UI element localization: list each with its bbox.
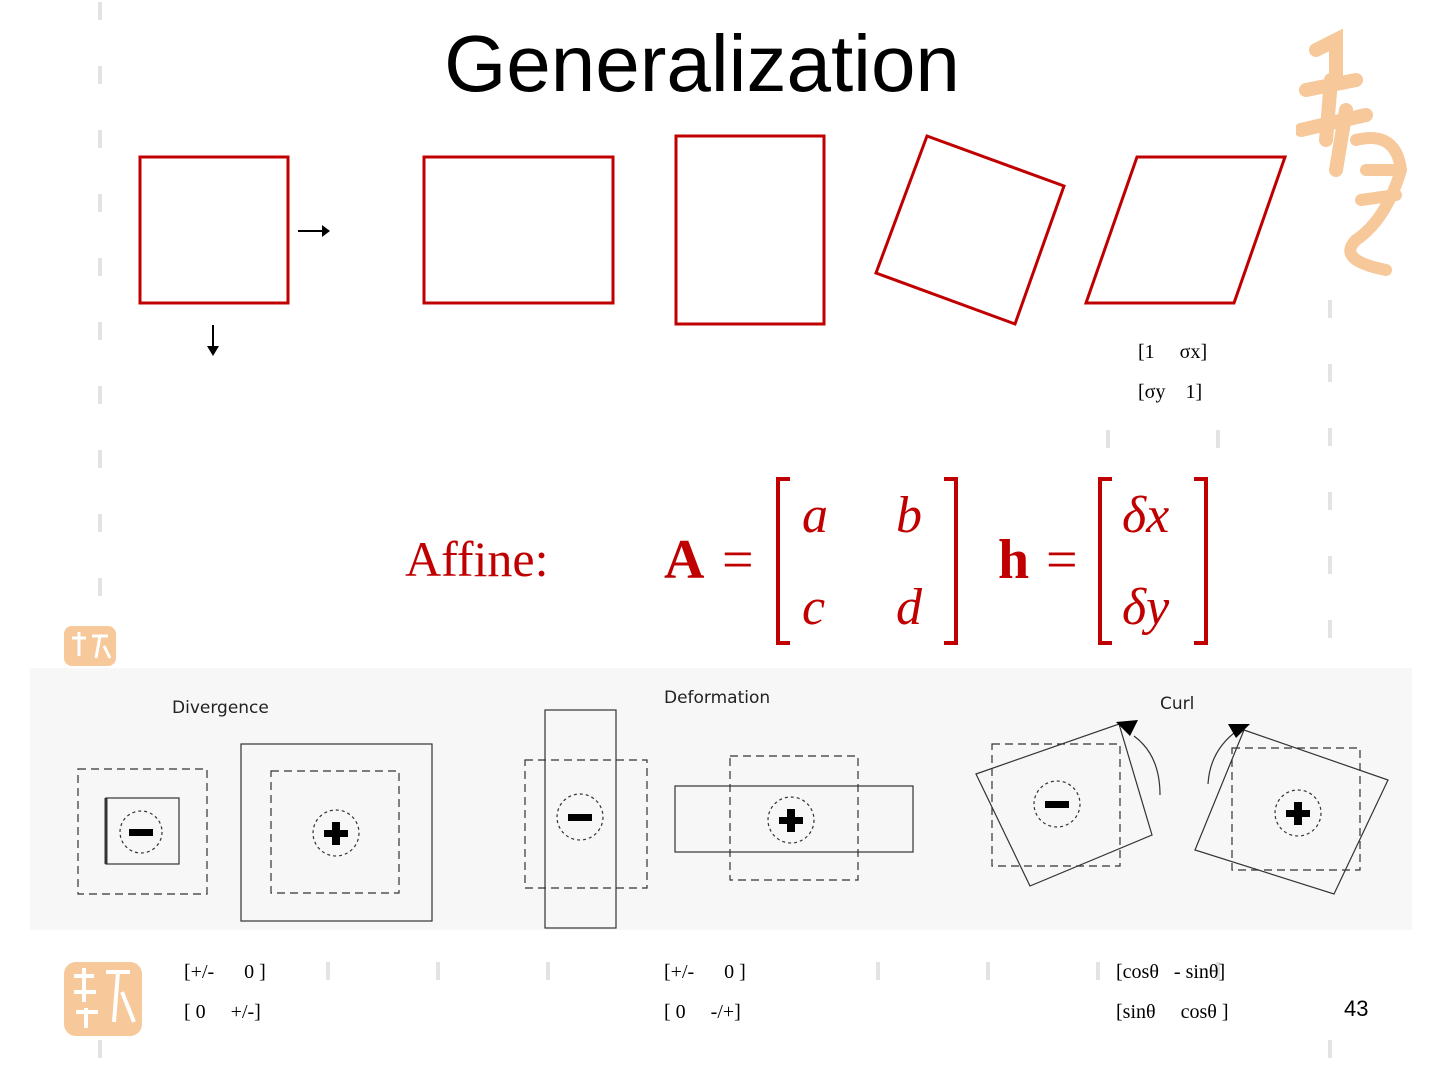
matrix-A-symbol: A [664,529,705,591]
curl-matrix-row2: sinθ cosθ [1122,1001,1217,1023]
divergence-label: Divergence [172,698,269,718]
original-square [138,155,290,305]
shear-matrix: [1 σx] [σy 1] [1138,341,1208,403]
seal-logo-top-right [1294,20,1416,284]
curl-matrix-row1: cosθ - sinθ [1122,961,1219,983]
vector-h-brackets [1098,477,1208,645]
motion-fields-diagram [77,709,1389,929]
divergence-matrix-row2: 0 +/- [190,1001,255,1023]
motion-fields-figure [30,668,1412,930]
seal-stamp-bottom [64,962,142,1040]
affine-label: Affine: [405,531,549,587]
rotated-square [874,134,1066,326]
equals-sign: = [722,529,754,591]
vector-h-entry-dy: δy [1122,579,1170,636]
matrix-A-brackets [776,477,958,645]
matrix-A-entry-c: c [802,579,826,636]
vector-h-entry-dx: δx [1122,487,1170,544]
divergence-matrix-row1: +/- 0 [190,961,255,983]
shear-matrix-row1: 1 σx [1144,341,1201,363]
shear-matrix-row2: σy 1 [1144,381,1196,403]
curl-matrix: [cosθ - sinθ] [sinθ cosθ ] [1116,961,1229,1023]
page-number: 43 [1344,996,1369,1021]
deformation-matrix-row1: +/- 0 [670,961,735,983]
sheared-parallelogram [1083,155,1288,305]
equals-sign-2: = [1046,529,1078,591]
transform-examples [138,134,1288,356]
matrix-A-entry-d: d [896,579,922,636]
matrix-A-entry-a: a [802,487,828,544]
scaled-y-rect [674,134,826,326]
divergence-matrix: [+/- 0 ] [ 0 +/-] [184,961,266,1023]
vector-h-symbol: h [998,529,1030,591]
slide-title: Generalization [444,19,960,108]
seal-stamp-small [64,626,116,670]
deformation-label: Deformation [664,688,771,708]
deformation-matrix: [+/- 0 ] [ 0 -/+] [664,961,746,1023]
curl-label: Curl [1160,694,1195,714]
deformation-matrix-row2: 0 -/+ [670,1001,735,1023]
matrix-A-entry-b: b [896,487,922,544]
scaled-x-rect [422,155,615,305]
